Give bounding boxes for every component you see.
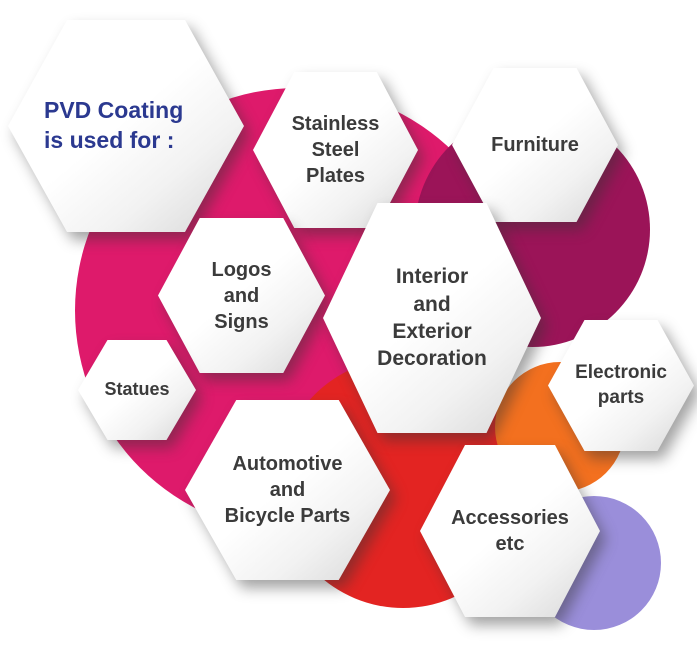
hexagon-furniture: Furniture bbox=[452, 68, 618, 222]
hexagon-electronic-parts: Electronic parts bbox=[548, 320, 694, 451]
hexagon-statues: Statues bbox=[78, 340, 196, 440]
hexagon-label: Statues bbox=[104, 379, 170, 400]
hexagon-title: PVD Coating is used for : bbox=[8, 20, 244, 232]
hexagon-label: Logos and Signs bbox=[211, 258, 272, 333]
hexagon-shape: Stainless Steel Plates bbox=[253, 72, 418, 228]
hexagon-label: Furniture bbox=[491, 134, 579, 156]
hexagon-label: Accessories etc bbox=[451, 507, 569, 555]
hexagon-shape: Statues bbox=[78, 340, 196, 440]
hexagon-automotive-bicycle-parts: Automotive and Bicycle Parts bbox=[185, 400, 390, 580]
hexagon-shape: Electronic parts bbox=[548, 320, 694, 451]
hexagon-interior-exterior-decoration: Interior and Exterior Decoration bbox=[323, 203, 541, 433]
hexagon-logos-and-signs: Logos and Signs bbox=[158, 218, 325, 373]
hexagon-label: Automotive and Bicycle Parts bbox=[224, 453, 351, 527]
diagram-title: PVD Coating is used for : bbox=[44, 97, 184, 153]
hexagon-label: Electronic parts bbox=[575, 361, 667, 408]
hexagon-accessories-etc: Accessories etc bbox=[420, 445, 600, 617]
hexagon-label: Interior and Exterior Decoration bbox=[377, 265, 487, 371]
hexagon-shape: Furniture bbox=[452, 68, 618, 222]
hexagon-shape: Interior and Exterior Decoration bbox=[323, 203, 541, 433]
hexagon-shape: Automotive and Bicycle Parts bbox=[185, 400, 390, 580]
hexagon-label: Stainless Steel Plates bbox=[291, 113, 380, 187]
hexagon-stainless-steel-plates: Stainless Steel Plates bbox=[253, 72, 418, 228]
hexagon-shape: PVD Coating is used for : bbox=[8, 20, 244, 232]
hexagon-shape: Accessories etc bbox=[420, 445, 600, 617]
